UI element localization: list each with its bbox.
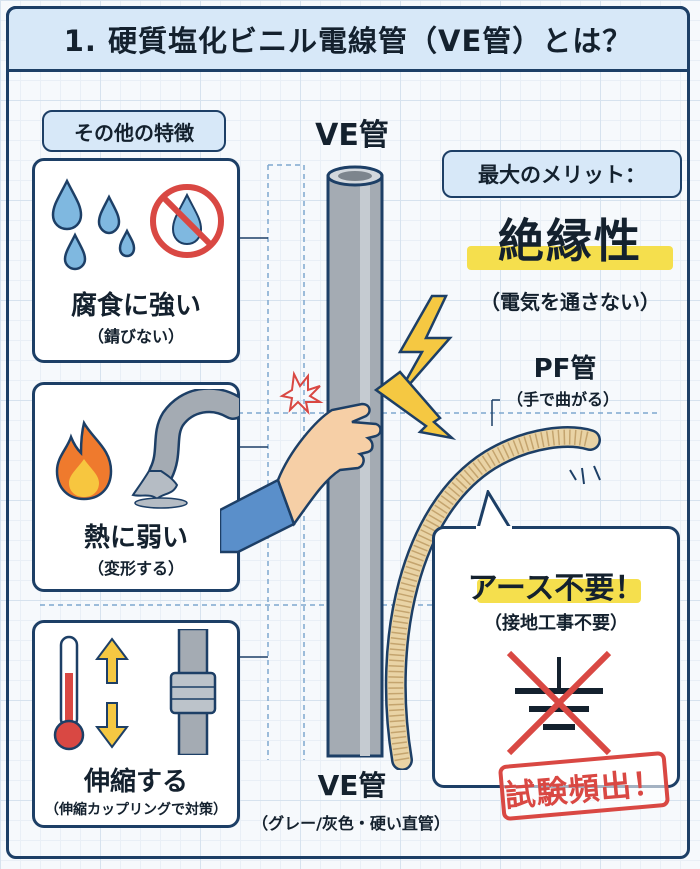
page-title: 1. 硬質塩化ビニル電線管（VE管）とは？ [63,24,633,58]
flame-icon [55,419,113,501]
earth-sub: （接地工事不要） [484,613,628,634]
yellow-highlight [467,246,673,270]
merit-main-box: 絶縁性 [451,200,689,276]
feature-title-corrosion: 腐食に強い [70,291,201,321]
coupling-pipe-icon [169,629,217,755]
ve-pipe-bottom-sub: （グレー/灰色・硬い直管） [252,814,450,833]
merit-sub: （電気を通さない） [480,290,660,314]
feature-card-corrosion: 腐食に強い （錆びない） [32,158,240,363]
page-frame [6,6,690,859]
expand-arrows-icon [95,637,129,749]
feature-card-expansion: 伸縮する （伸縮カップリングで対策） [32,620,240,828]
melted-pipe-icon [131,389,239,509]
water-drops-icon [51,178,136,271]
thermometer-icon [53,635,85,751]
ve-pipe-illustration [220,165,384,758]
no-rust-icon [150,184,224,258]
feature-sub-heat: （変形する） [87,559,184,578]
pf-pipe-illustration [384,399,601,770]
feature-card-heat: 熱に弱い （変形する） [32,382,240,592]
feature-sub-corrosion: （錆びない） [87,327,184,346]
feature-title-heat: 熱に弱い [83,523,188,553]
callout-tail [476,490,512,530]
earth-title-highlight [477,579,641,603]
earth-title: アース不要！ [467,571,645,606]
features-heading: その他の特徴 [42,110,226,152]
feature-title-expansion: 伸縮する [83,767,188,797]
ve-pipe-bottom-label: VE管 [317,769,387,802]
page-title-bar: 1. 硬質塩化ビニル電線管（VE管）とは？ [6,6,690,72]
earth-callout: アース不要！ （接地工事不要） [432,526,680,788]
feature-sub-expansion: （伸縮カップリングで対策） [45,802,227,818]
no-ground-icon [506,650,612,756]
pf-pipe-sub: （手で曲がる） [506,390,619,409]
lightning-icon [373,294,457,441]
ve-pipe-top-label: VE管 [315,118,389,153]
pf-pipe-label: PF管 [533,354,597,384]
merit-main: 絶縁性 [498,214,642,268]
exam-stamp-text: 試験頻出！ [503,764,666,815]
merit-heading: 最大のメリット： [442,150,682,198]
